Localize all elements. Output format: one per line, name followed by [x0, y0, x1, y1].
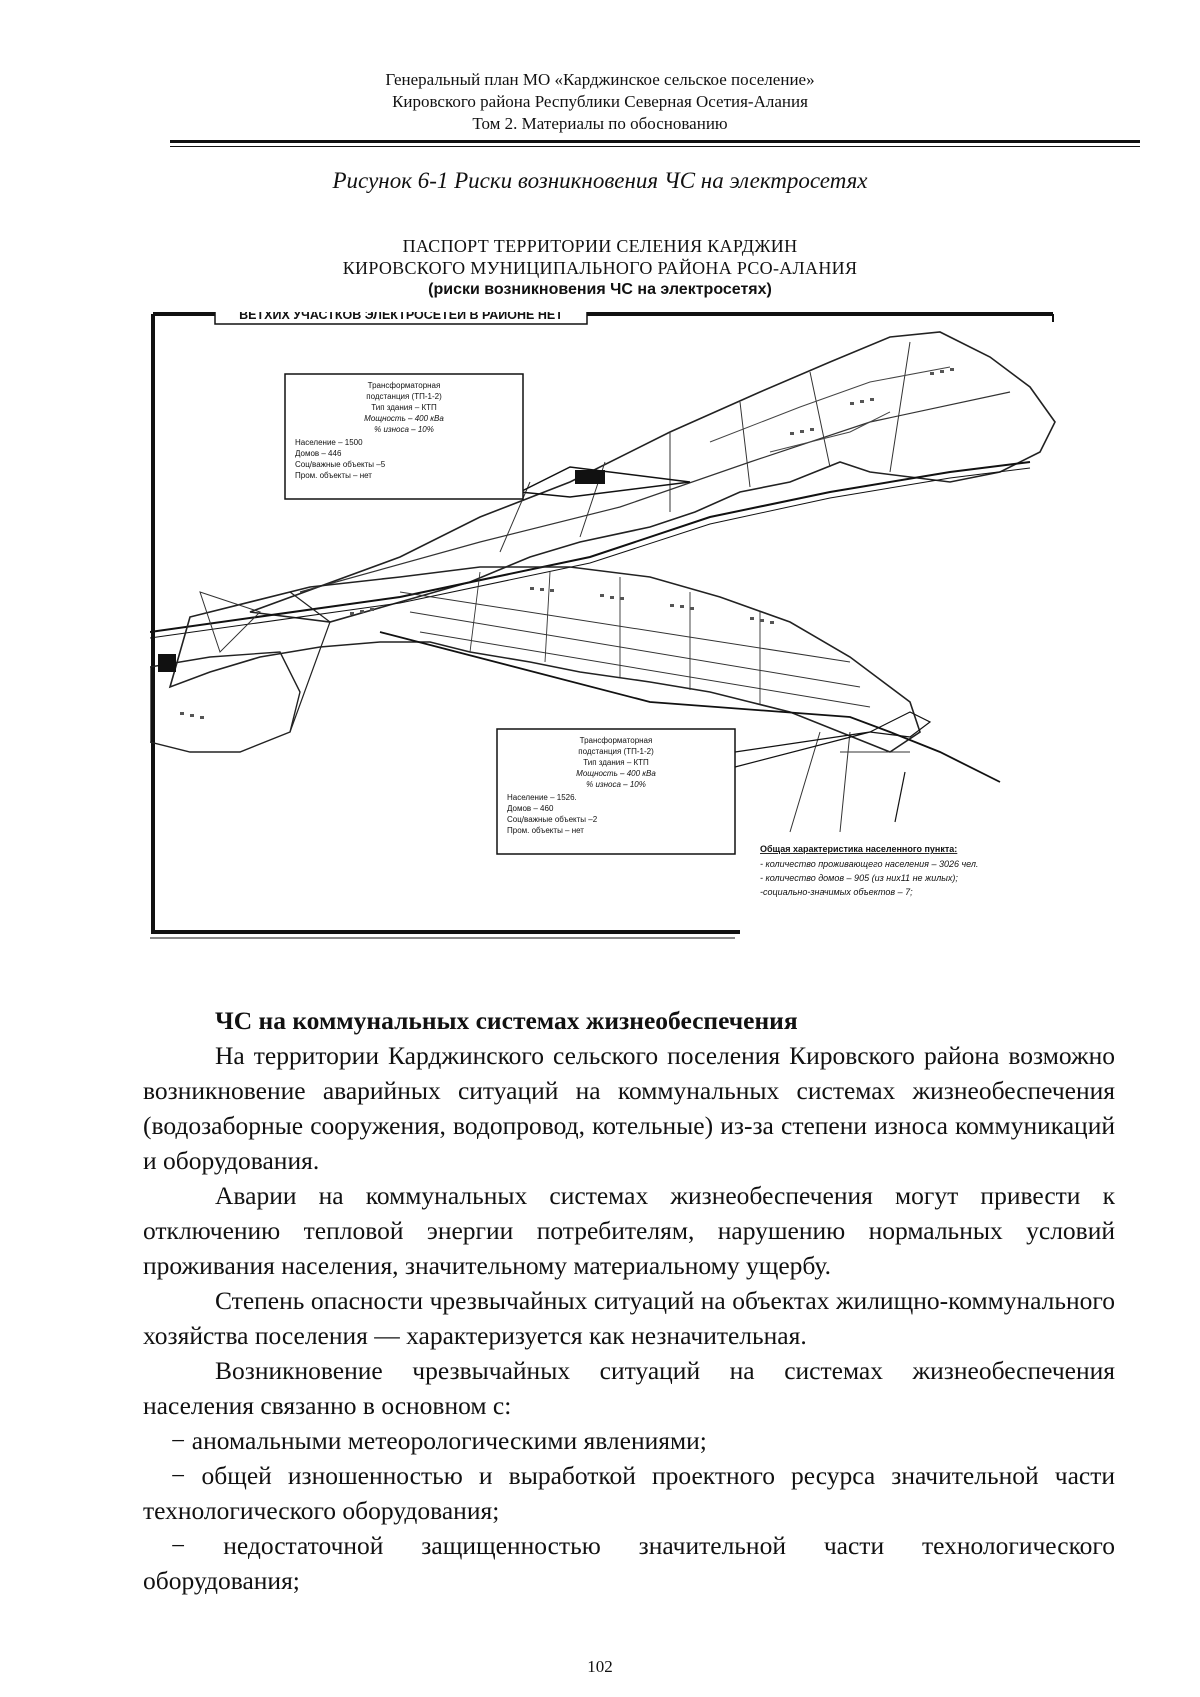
- box1-line-7: Домов – 446: [295, 449, 342, 458]
- header-line-2: Кировского района Республики Северная Ос…: [392, 92, 808, 111]
- paragraph-2: Аварии на коммунальных системах жизнеобе…: [143, 1181, 1115, 1280]
- box2-line-7: Домов – 460: [507, 804, 554, 813]
- box1-line-5: % износа – 10%: [374, 425, 434, 434]
- list-item-1: − аномальными метеорологическими явления…: [171, 1426, 707, 1455]
- box1-line-4: Мощность – 400 кВа: [364, 414, 444, 423]
- settlement-map: ВЕТХИХ УЧАСТКОВ ЭЛЕКТРОСЕТЕЙ В РАЙОНЕ НЕ…: [150, 312, 1056, 939]
- box1-line-2: подстанция (ТП-1-2): [366, 392, 442, 401]
- header-rule-thick: [170, 140, 1140, 143]
- figure-caption: Рисунок 6-1 Риски возникновения ЧС на эл…: [332, 168, 868, 193]
- summary-line-2: - количество домов – 905 (из них11 не жи…: [760, 873, 958, 883]
- header-rule-thin: [170, 146, 1140, 147]
- summary-line-1: - количество проживающего населения – 30…: [760, 859, 978, 869]
- summary-title: Общая характеристика населенного пункта:: [760, 844, 957, 854]
- box2-line-3: Тип здания – КТП: [583, 758, 649, 767]
- paragraph-1: На территории Карджинского сельского пос…: [143, 1041, 1115, 1175]
- box2-line-4: Мощность – 400 кВа: [576, 769, 656, 778]
- map-title-line-2: КИРОВСКОГО МУНИЦИПАЛЬНОГО РАЙОНА РСО-АЛА…: [342, 258, 858, 278]
- notice-text: ВЕТХИХ УЧАСТКОВ ЭЛЕКТРОСЕТЕЙ В РАЙОНЕ НЕ…: [239, 312, 563, 322]
- box1-line-6: Население – 1500: [295, 438, 363, 447]
- box2-line-8: Соц/важные объекты –2: [507, 815, 598, 824]
- paragraph-3: Степень опасности чрезвычайных ситуаций …: [143, 1286, 1115, 1350]
- map-title-line-1: ПАСПОРТ ТЕРРИТОРИИ СЕЛЕНИЯ КАРДЖИН: [402, 236, 798, 256]
- list-item-3: − недостаточной защищенностью значительн…: [143, 1531, 1115, 1595]
- box2-line-5: % износа – 10%: [586, 780, 646, 789]
- box2-line-2: подстанция (ТП-1-2): [578, 747, 654, 756]
- header-line-3: Том 2. Материалы по обоснованию: [472, 114, 728, 133]
- list-item-2: − общей изношенностью и выработкой проек…: [143, 1461, 1115, 1525]
- paragraph-4: Возникновение чрезвычайных ситуаций на с…: [143, 1356, 1115, 1420]
- page-number: 102: [587, 1657, 613, 1676]
- map-title-line-3: (риски возникновения ЧС на электросетях): [428, 281, 772, 298]
- box1-line-1: Трансформаторная: [368, 381, 441, 390]
- box2-line-6: Население – 1526.: [507, 793, 577, 802]
- box2-line-9: Пром. объекты – нет: [507, 826, 584, 835]
- section-heading: ЧС на коммунальных системах жизнеобеспеч…: [215, 1006, 798, 1035]
- section-body: ЧС на коммунальных системах жизнеобеспеч…: [143, 1003, 1115, 1598]
- summary-line-3: -социально-значимых объектов – 7;: [760, 887, 913, 897]
- header-line-1: Генеральный план МО «Карджинское сельско…: [385, 70, 815, 89]
- box2-line-1: Трансформаторная: [580, 736, 653, 745]
- box1-line-3: Тип здания – КТП: [371, 403, 437, 412]
- box1-line-9: Пром. объекты – нет: [295, 471, 372, 480]
- box1-line-8: Соц/важные объекты –5: [295, 460, 386, 469]
